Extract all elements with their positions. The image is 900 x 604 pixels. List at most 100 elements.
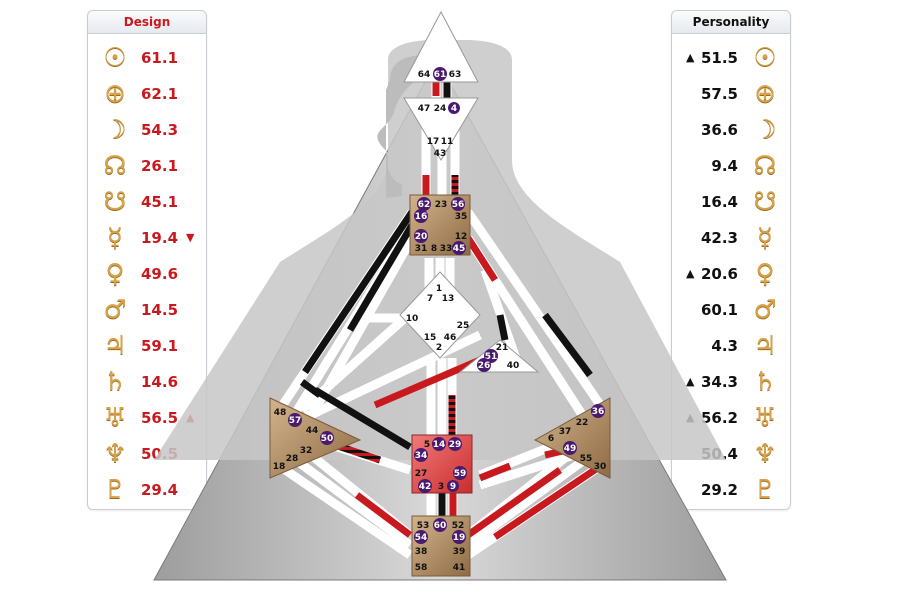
- gate-40: 40: [507, 361, 520, 371]
- gate-41: 41: [453, 563, 466, 573]
- gate-16: 16: [415, 212, 428, 222]
- planet-gate-value: 51.5: [700, 49, 738, 67]
- pluto-icon: ♇: [753, 475, 777, 505]
- sun-icon: ☉: [753, 43, 777, 73]
- planet-gate-value: 49.6: [141, 265, 179, 283]
- channel-layer: [272, 75, 609, 559]
- gate-17: 17: [427, 137, 440, 147]
- planet-gate-value: 20.6: [700, 265, 738, 283]
- planet-row: ⊕ 62.1: [88, 76, 206, 112]
- gate-8: 8: [431, 244, 437, 254]
- planet-row: ☋45.1: [88, 184, 206, 220]
- gate-47: 47: [418, 104, 431, 114]
- planet-row: ♇29.2: [672, 472, 790, 508]
- gate-19: 19: [453, 533, 466, 543]
- earth-icon: ⊕: [104, 79, 126, 109]
- uranus-icon: ♅: [753, 403, 777, 433]
- planet-row: ⊕57.5: [672, 76, 790, 112]
- gate-44: 44: [306, 426, 319, 436]
- planet-row: ♃ 59.1: [88, 328, 206, 364]
- gate-52: 52: [452, 521, 465, 531]
- moon-icon: ☽: [103, 115, 127, 145]
- planet-gate-value: 14.6: [141, 373, 179, 391]
- gate-22: 22: [576, 418, 589, 428]
- mercury-icon: ☿: [757, 223, 773, 253]
- venus-icon: ♀: [755, 259, 775, 289]
- planet-row: ♀ 20.6 ▲: [672, 256, 790, 292]
- gate-3: 3: [438, 482, 444, 492]
- personality-panel: Personality ☉51.5▲⊕57.5☽36.6☊9.4☋16.4☿42…: [671, 10, 791, 510]
- north-node-icon: ☊: [103, 151, 127, 181]
- mars-icon: ♂: [103, 295, 127, 325]
- gate-51: 51: [485, 352, 498, 362]
- gate-13: 13: [442, 294, 455, 304]
- gate-54: 54: [415, 533, 428, 543]
- design-panel-title: Design: [88, 11, 206, 34]
- gate-64: 64: [418, 70, 431, 80]
- planet-row: ♃4.3: [672, 328, 790, 364]
- gate-50: 50: [321, 434, 334, 444]
- gate-56: 56: [452, 200, 465, 210]
- planet-gate-value: 29.4: [141, 481, 179, 499]
- planet-gate-value: 60.1: [700, 301, 738, 319]
- head-center: [403, 10, 479, 83]
- gate-25: 25: [457, 321, 470, 331]
- planet-gate-value: 61.1: [141, 49, 179, 67]
- gate-34: 34: [415, 451, 428, 461]
- gate-12: 12: [455, 232, 468, 242]
- planet-gate-value: 36.6: [700, 121, 738, 139]
- gate-45: 45: [453, 244, 466, 254]
- gate-58: 58: [415, 563, 428, 573]
- gate-7: 7: [427, 294, 433, 304]
- planet-gate-value: 9.4: [711, 157, 738, 175]
- south-node-icon: ☋: [753, 187, 777, 217]
- venus-icon: ♀: [105, 259, 125, 289]
- ajna-center: [403, 97, 479, 161]
- jupiter-icon: ♃: [103, 331, 127, 361]
- planet-row: ☿19.4▼: [88, 220, 206, 256]
- g-center: [399, 271, 481, 359]
- gate-2: 2: [436, 343, 442, 353]
- planet-gate-value: 26.1: [141, 157, 179, 175]
- gate-9: 9: [450, 482, 456, 492]
- gate-15: 15: [424, 333, 437, 343]
- sun-icon: ☉: [103, 43, 127, 73]
- gate-55: 55: [580, 454, 593, 464]
- gate-30: 30: [594, 462, 607, 472]
- gate-38: 38: [415, 547, 428, 557]
- gate-62: 62: [418, 200, 431, 210]
- planet-row: ☽36.6: [672, 112, 790, 148]
- planet-gate-value: 4.3: [711, 337, 738, 355]
- planet-gate-value: 34.3: [700, 373, 738, 391]
- gate-32: 32: [300, 446, 313, 456]
- gate-29: 29: [449, 440, 462, 450]
- gate-10: 10: [406, 314, 419, 324]
- planet-gate-value: 59.1: [141, 337, 179, 355]
- bodygraph-chart: 64 61 63 47 24 4 17 11 43 62 23 56 16 35…: [153, 10, 727, 581]
- planet-gate-value: 56.2: [700, 409, 738, 427]
- planet-gate-value: 54.3: [141, 121, 179, 139]
- planet-gate-value: 14.5: [141, 301, 179, 319]
- planet-gate-value: 56.5: [141, 409, 179, 427]
- mercury-icon: ☿: [107, 223, 123, 253]
- gate-28: 28: [286, 454, 299, 464]
- gate-59: 59: [454, 469, 467, 479]
- earth-icon: ⊕: [754, 79, 776, 109]
- north-node-icon: ☊: [753, 151, 777, 181]
- planet-row: ☉51.5▲: [672, 40, 790, 76]
- design-panel: Design ☉61.1⊕62.1☽54.3☊26.1☋45.1☿19.4▼♀4…: [87, 10, 207, 510]
- gate-26: 26: [478, 361, 491, 371]
- gate-4: 4: [451, 104, 457, 114]
- gate-37: 37: [559, 427, 572, 437]
- gate-42: 42: [419, 482, 432, 492]
- planet-row: ☽ 54.3: [88, 112, 206, 148]
- planet-gate-value: 62.1: [141, 85, 179, 103]
- planet-row: ♂ 14.5: [88, 292, 206, 328]
- gate-33: 33: [440, 244, 453, 254]
- gate-labels: 64 61 63 47 24 4 17 11 43 62 23 56 16 35…: [273, 67, 607, 573]
- planet-gate-value: 19.4: [141, 229, 179, 247]
- gate-36: 36: [592, 407, 605, 417]
- saturn-icon: ♄: [103, 367, 127, 397]
- exalted-arrow-icon: ▲: [686, 267, 695, 280]
- gate-24: 24: [434, 104, 447, 114]
